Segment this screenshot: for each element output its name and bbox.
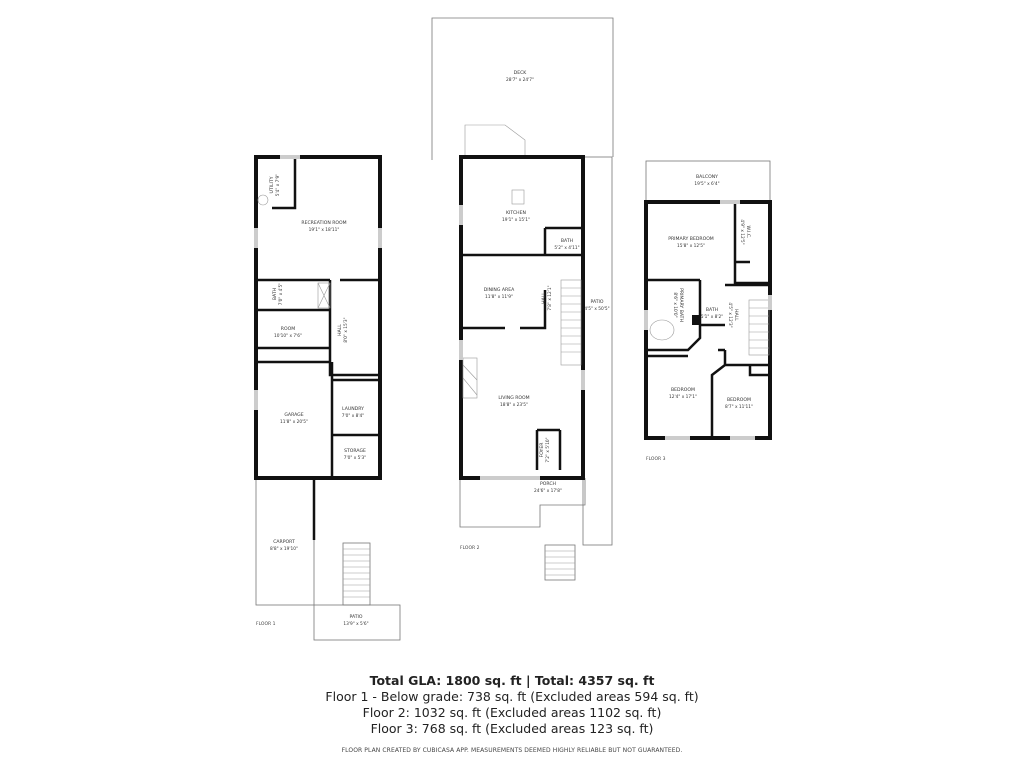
room-label: LIVING ROOM [498, 395, 529, 401]
area-summary: Total GLA: 1800 sq. ft | Total: 4357 sq.… [0, 673, 1024, 754]
room-label: HALL [337, 324, 343, 336]
room-label: PRIMARY BATH [678, 288, 684, 322]
room-dimensions: 5'4" x 7'9" [275, 174, 281, 197]
room-dimensions: 4'5" x 50'5" [584, 306, 609, 312]
room-label: STORAGE [344, 448, 366, 454]
floor-label: FLOOR 3 [646, 456, 666, 462]
room-label: PATIO [349, 614, 362, 620]
floor-3-plan: BALCONY 19'5" x 6'4" PRIMARY BEDROOM 15'… [644, 160, 772, 462]
room-dimensions: 4'5" x 12'3" [727, 302, 733, 327]
room-dimensions: 8'7" x 11'11" [725, 404, 753, 410]
room-dimensions: 11'8" x 11'9" [485, 294, 513, 300]
floor-2-area: Floor 2: 1032 sq. ft (Excluded areas 110… [362, 705, 662, 720]
room-label: DECK [514, 70, 528, 76]
room-label: W.I.C. [745, 226, 751, 239]
room-label: KITCHEN [506, 210, 526, 216]
floor-label: FLOOR 1 [256, 621, 276, 627]
stairs [342, 542, 371, 606]
room-label: PRIMARY BEDROOM [668, 236, 714, 242]
room-dimensions: 7'0" x 8'4" [342, 413, 365, 419]
room-dimensions: 5'1" x 8'2" [701, 314, 724, 320]
room-dimensions: 7'0" x 5'3" [344, 455, 367, 461]
room-label: PORCH [540, 481, 556, 487]
room-dimensions: 19'1" x 15'1" [502, 217, 530, 223]
room-label: BATH [272, 288, 278, 300]
room-label: HALL [733, 309, 739, 321]
room-dimensions: 7'0" x 4'5" [278, 283, 284, 306]
room-dimensions: 24'6" x 17'8" [534, 488, 562, 494]
room-label: BATH [561, 238, 573, 244]
floor-2-plan: DECK 28'7" x 24'7" KITCHEN 19'1" x 15'1"… [431, 17, 614, 581]
room-label: RECREATION ROOM [301, 220, 346, 226]
room-label: LAUNDRY [342, 406, 364, 412]
total-area: Total GLA: 1800 sq. ft | Total: 4357 sq.… [369, 673, 655, 688]
room-label: BALCONY [696, 174, 718, 180]
room-label: BEDROOM [727, 397, 751, 403]
room-label: PATIO [590, 299, 603, 305]
room-dimensions: 19'1" x 18'11" [309, 227, 340, 233]
room-dimensions: 13'9" x 5'6" [343, 621, 368, 627]
stairs [544, 544, 576, 581]
room-dimensions: 12'4" x 17'1" [669, 394, 697, 400]
room-dimensions: 5'2" x 4'11" [554, 245, 579, 251]
room-dimensions: 8'8" x 19'10" [270, 546, 298, 552]
stairs [560, 279, 582, 366]
room-dimensions: 10'10" x 7'6" [274, 333, 302, 339]
room-label: GARAGE [284, 412, 303, 418]
floor-1-plan: UTILITY 5'4" x 7'9" RECREATION ROOM 19'1… [254, 155, 401, 641]
room-label: ROOM [281, 326, 295, 332]
room-label: CARPORT [273, 539, 295, 545]
room-dimensions: 28'7" x 24'7" [506, 77, 534, 83]
room-label: BATH [706, 307, 718, 313]
room-dimensions: 4'9" x 12'5" [739, 219, 745, 244]
floor-label: FLOOR 2 [460, 545, 480, 551]
room-dimensions: 8'0" x 15'3" [343, 317, 349, 342]
room-dimensions: 11'8" x 20'5" [280, 419, 308, 425]
room-dimensions: 19'5" x 6'4" [694, 181, 719, 187]
room-dimensions: 18'8" x 23'5" [500, 402, 528, 408]
stairs [748, 299, 770, 356]
floor-1-area: Floor 1 - Below grade: 738 sq. ft (Exclu… [325, 689, 699, 704]
room-dimensions: 7'2" x 5'10" [545, 437, 551, 462]
room-label: BEDROOM [671, 387, 695, 393]
floor-3-area: Floor 3: 768 sq. ft (Excluded areas 123 … [370, 721, 654, 736]
disclaimer: FLOOR PLAN CREATED BY CUBICASA APP. MEAS… [341, 747, 683, 754]
room-label: HALL [541, 292, 547, 304]
room-label: DINING AREA [484, 287, 515, 293]
room-dimensions: 7'8" x 12'1" [547, 285, 553, 310]
room-label: FOYER [539, 442, 545, 458]
room-dimensions: 15'8" x 12'5" [677, 243, 705, 249]
room-dimensions: 8'6" x 10'0" [672, 292, 678, 317]
room-label: UTILITY [269, 176, 275, 193]
